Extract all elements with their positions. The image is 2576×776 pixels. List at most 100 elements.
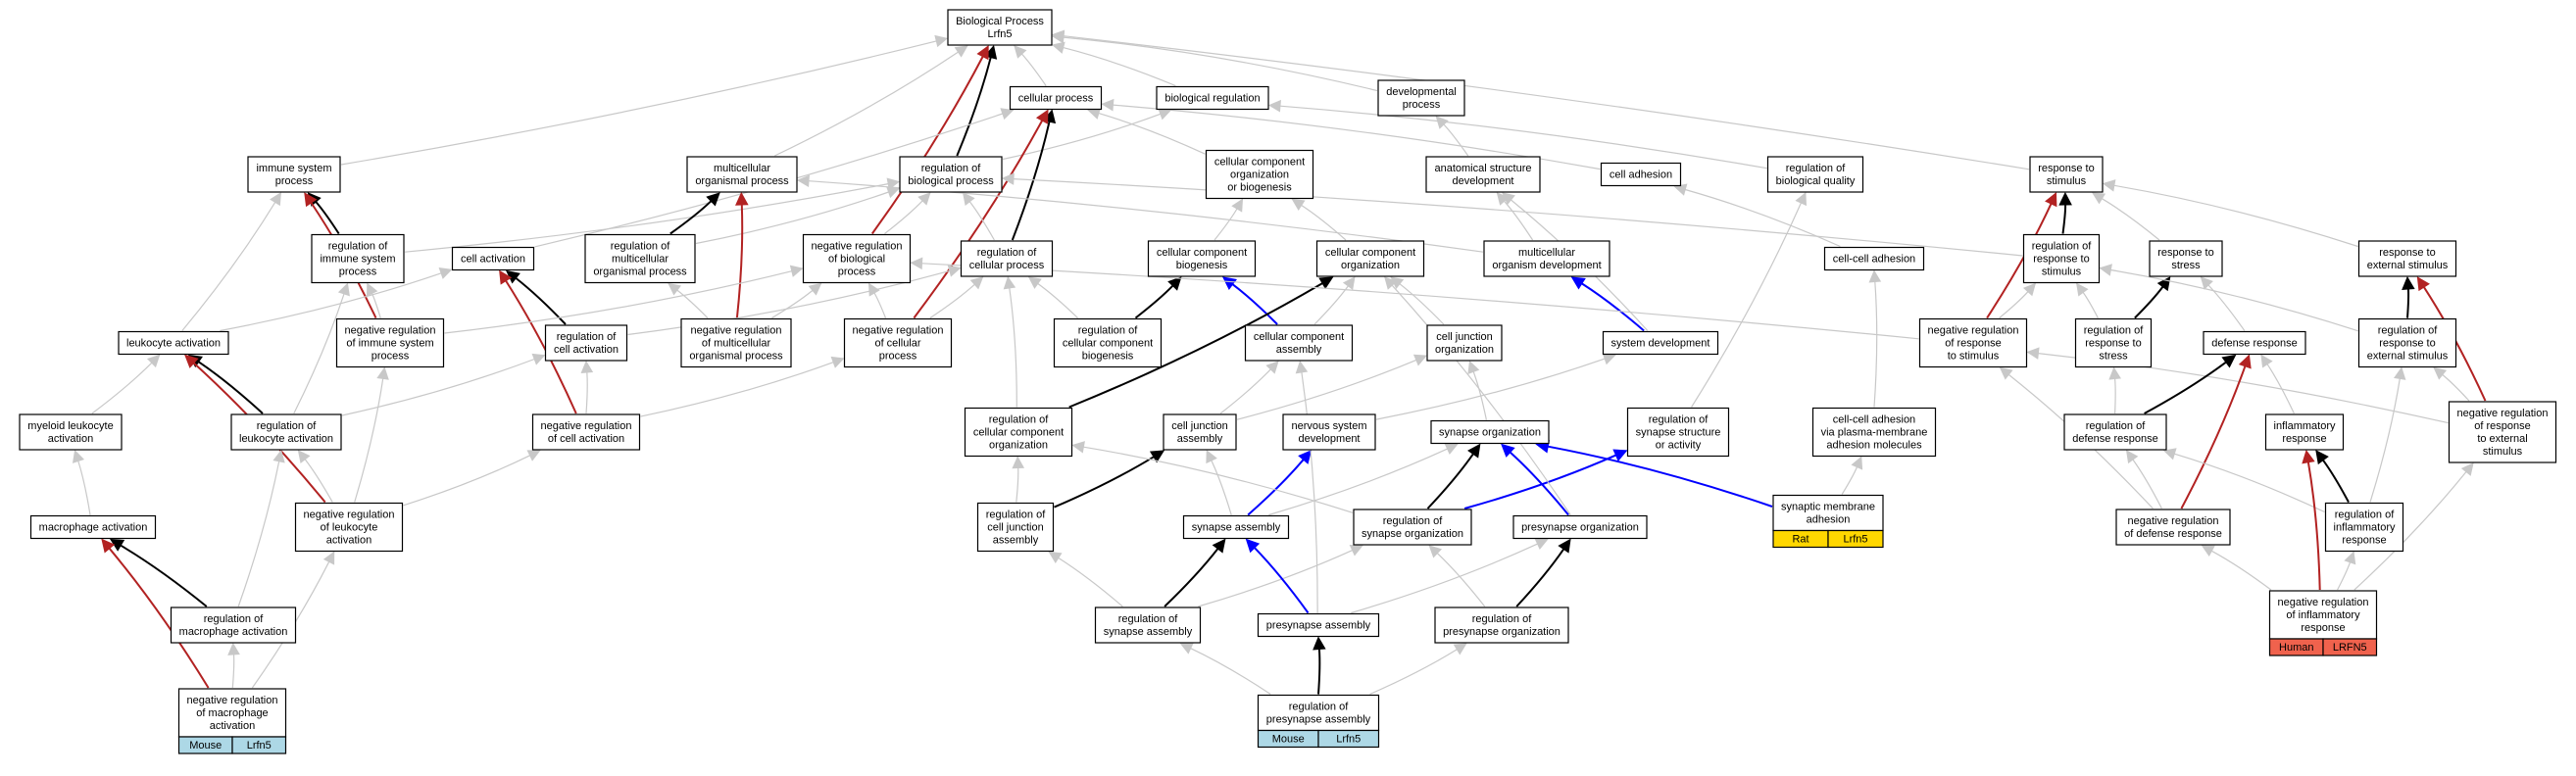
node-label-line: process <box>1403 99 1441 111</box>
gene-cell <box>231 736 287 754</box>
node-label-line: cellular component <box>1214 157 1305 169</box>
edge-arrowhead <box>947 265 962 277</box>
gene-cell <box>2322 638 2378 656</box>
edge-arrowhead <box>2315 450 2329 465</box>
node-label-line: response <box>2301 622 2345 634</box>
edge-arrowhead <box>1602 353 1616 365</box>
node-label-line: activation <box>48 433 93 445</box>
node-label-line: negative regulation <box>304 509 395 521</box>
go-term-node[interactable]: biological regulation <box>1156 85 1269 111</box>
go-term-node[interactable]: macrophage activation <box>29 514 157 540</box>
node-box <box>1315 240 1425 277</box>
edge-part-of <box>1463 454 1616 509</box>
node-box <box>1430 419 1550 445</box>
edge-arrowhead <box>1051 41 1065 54</box>
go-term-node[interactable]: cell-cell adhesion <box>1823 246 1925 271</box>
node-label-line: negative regulation <box>812 241 903 253</box>
go-term-node[interactable]: presynapse organization <box>1512 514 1648 540</box>
go-term-node[interactable]: presynapse assembly <box>1257 612 1380 638</box>
node-box <box>1772 494 1884 532</box>
node-label-line: to stimulus <box>1948 351 2000 363</box>
node-label-line: synapse assembly <box>1104 626 1193 638</box>
edge-arrowhead <box>438 267 453 279</box>
node-box <box>544 324 628 362</box>
node-box <box>964 407 1073 458</box>
go-term-node[interactable]: synapse assembly <box>1182 514 1290 540</box>
node-label-line: stimulus <box>2483 446 2523 458</box>
node-box <box>680 317 792 368</box>
go-term-node[interactable]: cellular process <box>1009 85 1103 111</box>
node-label-line: stress <box>2171 260 2201 271</box>
go-term-node[interactable]: cell activation <box>451 246 535 271</box>
node-box <box>1009 85 1103 111</box>
node-label-line: activation <box>326 535 372 547</box>
edge-arrowhead <box>366 282 378 297</box>
edge-is-a <box>2102 198 2160 241</box>
node-label-line: of response <box>1945 338 2001 350</box>
edge-regulates <box>198 361 264 414</box>
go-term-node[interactable]: synapse organization <box>1430 419 1550 445</box>
node-label-line: cellular component <box>1325 247 1415 259</box>
go-term-node[interactable]: system development <box>1602 330 1719 356</box>
edge-arrowhead <box>2022 282 2037 297</box>
go-term-node[interactable]: cell adhesion <box>1600 162 1682 187</box>
edge-regulates <box>956 57 992 157</box>
go-term-node[interactable]: leukocyte activation <box>118 330 229 356</box>
edge-is-a <box>1301 371 1318 613</box>
node-label-line: organization <box>1230 170 1289 181</box>
go-term-node[interactable]: defense response <box>2203 330 2306 356</box>
